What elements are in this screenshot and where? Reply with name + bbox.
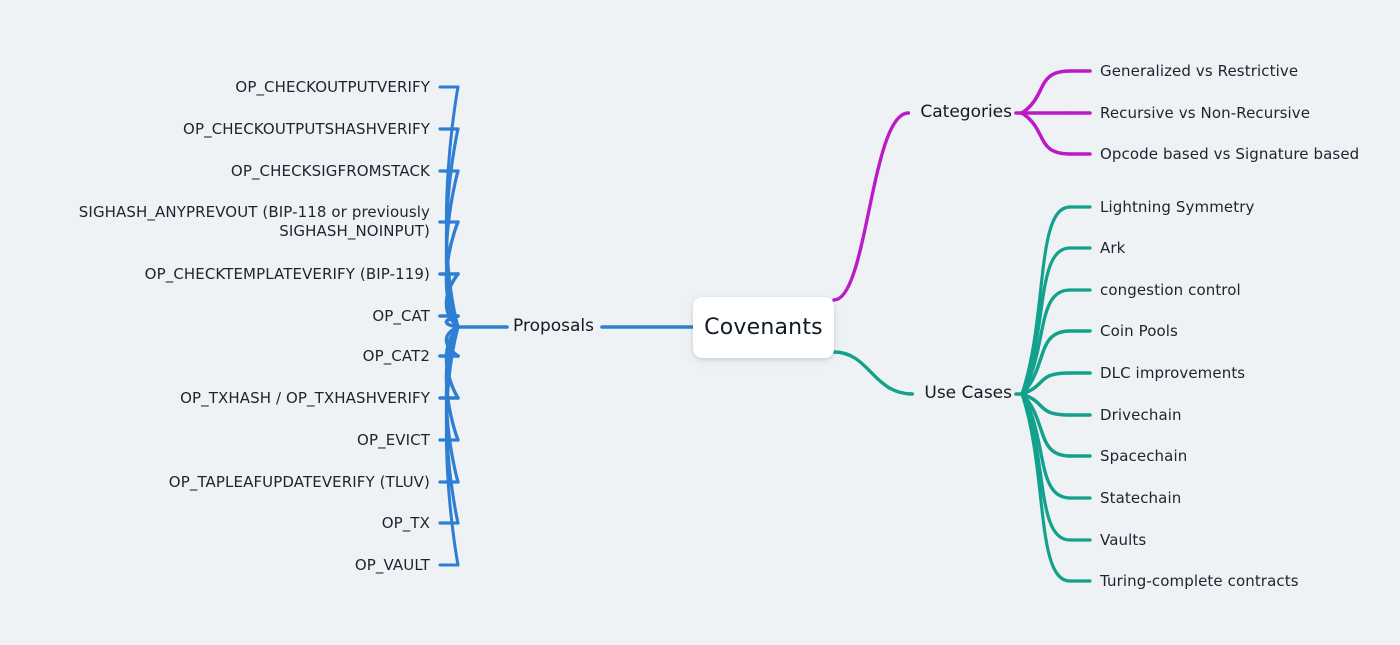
leaf-label-usecases-2[interactable]: congestion control: [1100, 280, 1241, 299]
connector-path: [1020, 392, 1072, 500]
leaf-label-proposals-5[interactable]: OP_CAT: [372, 306, 430, 325]
connector-path: [444, 272, 460, 329]
leaf-label-categories-0[interactable]: Generalized vs Restrictive: [1100, 61, 1299, 80]
connector-path: [1020, 392, 1072, 417]
leaf-label-proposals-1[interactable]: OP_CHECKOUTPUTSHASHVERIFY: [183, 119, 430, 138]
leaf-label-proposals-11[interactable]: OP_VAULT: [354, 555, 430, 574]
leaf-label-proposals-4[interactable]: OP_CHECKTEMPLATEVERIFY (BIP-119): [144, 264, 430, 283]
leaf-label-usecases-1[interactable]: Ark: [1100, 238, 1126, 257]
connector-path: [444, 325, 460, 484]
connector-path: [832, 350, 915, 396]
leaf-label-proposals-3[interactable]: SIGHASH_ANYPREVOUT (BIP-118 or previousl…: [78, 203, 430, 240]
connector-path: [1020, 111, 1072, 156]
branch-node-usecases[interactable]: Use Cases: [924, 383, 1012, 403]
connector-path: [444, 314, 460, 329]
leaf-label-usecases-9[interactable]: Turing-complete contracts: [1100, 571, 1299, 590]
leaf-label-proposals-6[interactable]: OP_CAT2: [362, 346, 430, 365]
leaf-label-categories-1[interactable]: Recursive vs Non-Recursive: [1100, 103, 1311, 122]
leaf-label-proposals-10[interactable]: OP_TX: [381, 513, 430, 532]
branch-node-proposals[interactable]: Proposals: [513, 316, 595, 336]
connector-path: [1020, 392, 1072, 542]
connector-path: [1020, 329, 1072, 396]
leaf-label-usecases-8[interactable]: Vaults: [1100, 530, 1147, 549]
connector-path: [1020, 392, 1072, 458]
connector-path: [444, 127, 460, 329]
connector-path: [444, 325, 460, 567]
leaf-label-usecases-4[interactable]: DLC improvements: [1100, 363, 1246, 382]
root-node-covenants[interactable]: Covenants: [693, 297, 834, 358]
connector-path: [444, 220, 460, 329]
leaf-label-proposals-7[interactable]: OP_TXHASH / OP_TXHASHVERIFY: [180, 388, 430, 407]
leaf-label-categories-2[interactable]: Opcode based vs Signature based: [1100, 144, 1360, 163]
connector-path: [832, 111, 911, 302]
branch-node-categories[interactable]: Categories: [920, 102, 1012, 122]
connector-path: [1020, 288, 1072, 396]
connector-path: [1020, 246, 1072, 396]
root-node-label: Covenants: [704, 315, 823, 340]
connector-path: [1020, 392, 1072, 583]
connector-path: [1020, 205, 1072, 396]
leaf-label-usecases-3[interactable]: Coin Pools: [1100, 321, 1178, 340]
connector-path: [444, 325, 460, 442]
leaf-label-proposals-9[interactable]: OP_TAPLEAFUPDATEVERIFY (TLUV): [168, 472, 430, 491]
leaf-label-usecases-6[interactable]: Spacechain: [1100, 446, 1188, 465]
leaf-label-proposals-8[interactable]: OP_EVICT: [357, 430, 430, 449]
connector-path: [444, 85, 460, 329]
connector-path: [1020, 69, 1072, 115]
connector-path: [444, 325, 460, 358]
leaf-label-usecases-5[interactable]: Drivechain: [1100, 405, 1182, 424]
connector-path: [1020, 371, 1072, 396]
connector-path: [444, 169, 460, 329]
connector-path: [444, 325, 460, 400]
connector-path: [444, 325, 460, 525]
leaf-label-proposals-2[interactable]: OP_CHECKSIGFROMSTACK: [230, 161, 430, 180]
leaf-label-usecases-0[interactable]: Lightning Symmetry: [1100, 197, 1255, 216]
leaf-label-proposals-0[interactable]: OP_CHECKOUTPUTVERIFY: [235, 77, 430, 96]
leaf-label-usecases-7[interactable]: Statechain: [1100, 488, 1182, 507]
